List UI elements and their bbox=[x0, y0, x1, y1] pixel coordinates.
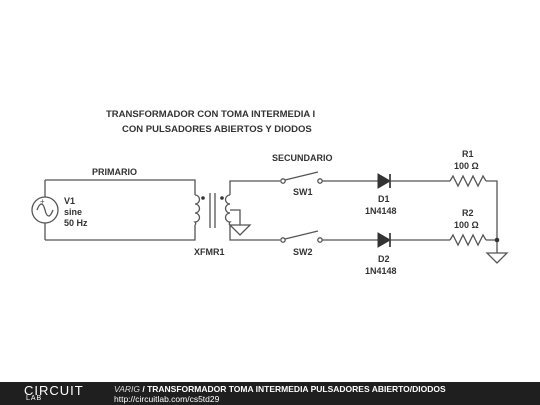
r1-zigzag bbox=[449, 174, 487, 188]
footer-user[interactable]: VARIG bbox=[114, 384, 140, 394]
secondary-coil bbox=[224, 194, 232, 226]
footer-circuit-title: TRANSFORMADOR TOMA INTERMEDIA PULSADORES… bbox=[147, 384, 446, 394]
primary-label: PRIMARIO bbox=[92, 167, 137, 177]
center-tap-wire bbox=[230, 209, 241, 225]
diagram-title-line1: TRANSFORMADOR CON TOMA INTERMEDIA I bbox=[106, 109, 316, 120]
footer-separator: / bbox=[139, 384, 148, 394]
source-type: sine bbox=[64, 207, 83, 217]
r1-value: 100 Ω bbox=[454, 161, 479, 171]
r2-value: 100 Ω bbox=[454, 220, 479, 230]
sw1-label: SW1 bbox=[293, 187, 313, 197]
output-wire bbox=[486, 180, 498, 241]
d1-name: D1 bbox=[378, 194, 390, 204]
ground-icon bbox=[228, 224, 252, 236]
source-frequency: 50 Hz bbox=[64, 218, 88, 228]
source-plus-sign: + bbox=[40, 197, 45, 206]
d1-part: 1N4148 bbox=[365, 206, 397, 216]
sw1-lever bbox=[284, 171, 319, 181]
output-ground-icon bbox=[485, 252, 509, 264]
d1-triangle bbox=[377, 173, 391, 189]
sw2-lever bbox=[284, 230, 319, 240]
output-junction-dot bbox=[494, 237, 500, 243]
circuitlab-logo-top[interactable]: CIRCUIT bbox=[24, 383, 84, 398]
secondary-label: SECUNDARIO bbox=[272, 153, 333, 163]
d2-part: 1N4148 bbox=[365, 266, 397, 276]
circuitlab-logo-bottom[interactable]: LAB bbox=[26, 395, 43, 402]
transformer-name: XFMR1 bbox=[194, 247, 225, 257]
footer-url-link[interactable]: http://circuitlab.com/cs5td29 bbox=[114, 394, 220, 404]
footer-bar: CIRCUIT LAB VARIG / TRANSFORMADOR TOMA I… bbox=[0, 382, 540, 405]
r2-name: R2 bbox=[462, 208, 474, 218]
sw2-label: SW2 bbox=[293, 247, 313, 257]
sw1-contact-left bbox=[280, 178, 286, 184]
r1-name: R1 bbox=[462, 149, 474, 159]
d2-triangle bbox=[377, 232, 391, 248]
primary-coil bbox=[193, 194, 201, 226]
voltage-source-symbol bbox=[31, 196, 59, 224]
d2-name: D2 bbox=[378, 254, 390, 264]
r2-zigzag bbox=[449, 233, 487, 247]
primary-wire-bottom bbox=[45, 225, 196, 241]
sw2-contact-right bbox=[317, 237, 323, 243]
diagram-title-line2: CON PULSADORES ABIERTOS Y DIODOS bbox=[122, 124, 312, 135]
polarity-dot-primary bbox=[201, 196, 205, 200]
secondary-wire-bottom bbox=[229, 225, 280, 241]
sw1-contact-right bbox=[317, 178, 323, 184]
sine-wave-icon bbox=[36, 203, 54, 217]
secondary-wire-top bbox=[229, 180, 280, 195]
primary-wire-top bbox=[45, 179, 196, 195]
polarity-dot-secondary bbox=[220, 196, 224, 200]
source-name: V1 bbox=[64, 196, 76, 206]
sw2-contact-left bbox=[280, 237, 286, 243]
footer-title-line: VARIG / TRANSFORMADOR TOMA INTERMEDIA PU… bbox=[114, 384, 446, 394]
